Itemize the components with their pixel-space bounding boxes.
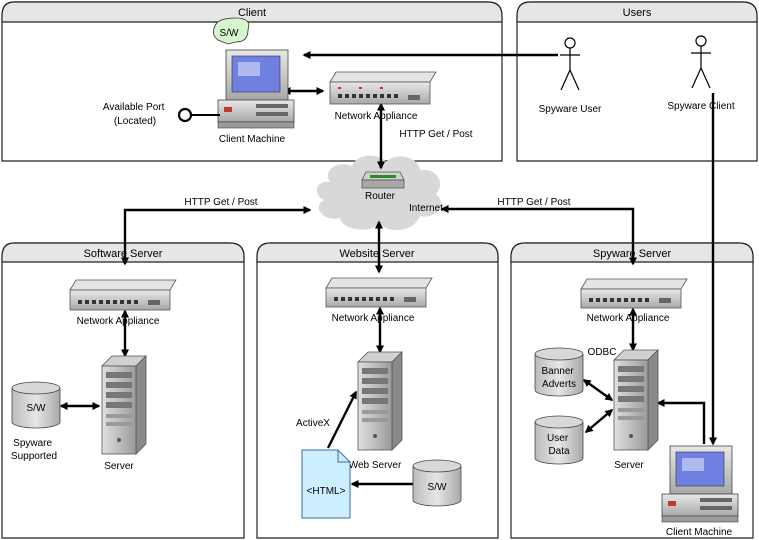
link-banner-server bbox=[582, 379, 614, 401]
user-data-database-icon: User Data bbox=[534, 415, 584, 465]
activex-label: ActiveX bbox=[296, 418, 330, 429]
spyware-server-icon bbox=[613, 349, 659, 451]
software-server-panel-title: Software Server bbox=[84, 248, 163, 260]
html-document-label: <HTML> bbox=[307, 486, 346, 497]
client-machine-label: Client Machine bbox=[219, 134, 286, 145]
available-port-label: Available Port (Located) bbox=[103, 102, 167, 127]
http-right-label: HTTP Get / Post bbox=[497, 197, 570, 208]
users-panel-title: Users bbox=[623, 7, 652, 19]
spyware-server-label: Server bbox=[614, 460, 644, 471]
router-icon bbox=[361, 171, 405, 189]
client-network-appliance-label: Network Appliance bbox=[335, 111, 418, 122]
link-activex bbox=[326, 390, 358, 449]
banner-adverts-database-label: Banner Adverts bbox=[541, 366, 576, 390]
link-spyware-server bbox=[440, 205, 637, 266]
odbc-label: ODBC bbox=[588, 347, 617, 358]
website-database-icon: S/W bbox=[412, 459, 462, 507]
sw-bubble: S/W bbox=[213, 17, 250, 45]
connection-lines bbox=[59, 51, 717, 488]
software-database-icon: S/W bbox=[11, 381, 61, 429]
internet-label: Internet bbox=[409, 203, 443, 214]
spyware-user-figure bbox=[560, 37, 580, 91]
software-network-appliance-icon bbox=[69, 279, 177, 311]
software-server-label: Server bbox=[104, 461, 134, 472]
spyware-client-machine-label: Client Machine bbox=[666, 527, 733, 538]
spyware-client-figure bbox=[691, 35, 711, 89]
spyware-client-machine-icon bbox=[661, 445, 739, 523]
router-label: Router bbox=[365, 191, 396, 202]
software-network-appliance-label: Network Appliance bbox=[77, 316, 160, 327]
website-network-appliance-icon bbox=[325, 277, 433, 308]
banner-adverts-database-icon: Banner Adverts bbox=[534, 347, 584, 397]
software-database-label: S/W bbox=[27, 403, 46, 414]
web-server-label: Web Server bbox=[349, 460, 402, 471]
spyware-network-appliance-icon bbox=[580, 278, 688, 309]
link-server-client-machine bbox=[656, 399, 706, 444]
website-server-panel-title: Website Server bbox=[340, 248, 415, 260]
available-port-icon bbox=[177, 107, 220, 123]
users-panel: Users bbox=[516, 1, 758, 162]
client-http-label: HTTP Get / Post bbox=[399, 129, 472, 140]
link-software-server bbox=[121, 206, 312, 266]
link-user-server bbox=[584, 409, 614, 433]
web-server-icon bbox=[357, 351, 403, 451]
internet-cloud bbox=[316, 155, 441, 231]
user-data-database-label: User Data bbox=[547, 433, 571, 457]
client-panel-title: Client bbox=[238, 7, 266, 19]
client-machine-icon bbox=[217, 49, 295, 129]
website-database-label: S/W bbox=[428, 482, 447, 493]
website-network-appliance-label: Network Appliance bbox=[332, 313, 415, 324]
sw-bubble-label: S/W bbox=[220, 28, 239, 39]
html-document-icon: <HTML> bbox=[301, 449, 351, 519]
spyware-network-appliance-label: Network Appliance bbox=[587, 313, 670, 324]
spyware-client-label: Spyware Client bbox=[667, 101, 734, 112]
spyware-user-label: Spyware User bbox=[539, 104, 602, 115]
http-left-label: HTTP Get / Post bbox=[184, 197, 257, 208]
software-database-caption: Spyware Supported bbox=[11, 438, 57, 462]
client-network-appliance-icon bbox=[329, 71, 437, 105]
software-server-icon bbox=[101, 355, 147, 455]
